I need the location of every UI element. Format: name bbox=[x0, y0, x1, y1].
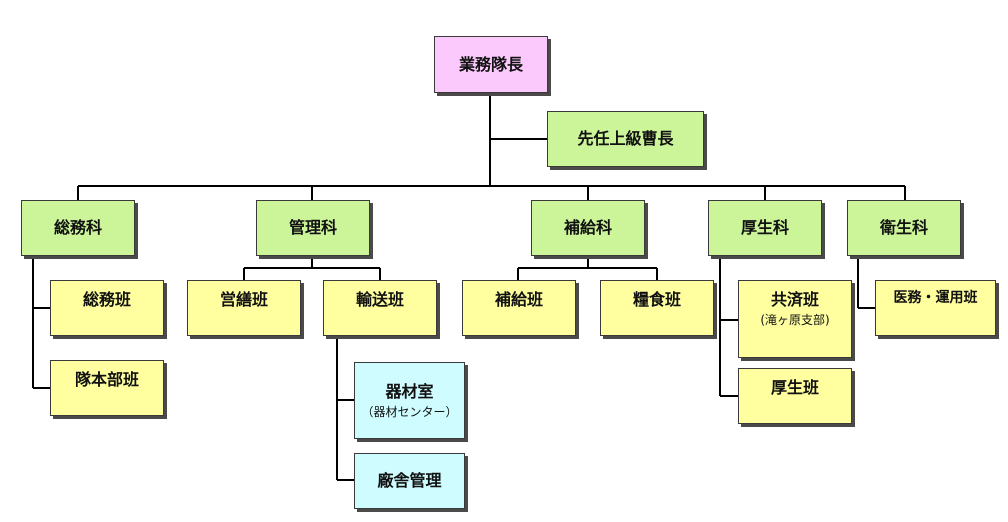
head-label: 業務隊長 bbox=[458, 54, 523, 74]
section-hokyu-label: 補給科 bbox=[563, 218, 612, 237]
unit-kizai-shitsu-label: 器材室 bbox=[385, 381, 434, 401]
unit-kizai-shitsu-note: （器材センター） bbox=[361, 404, 458, 419]
unit-kyosai-han-note: (滝ヶ原支部) bbox=[760, 313, 830, 327]
unit-somu-han: 総務班 bbox=[50, 280, 164, 336]
head-box: 業務隊長 bbox=[434, 36, 548, 93]
unit-kizai-shitsu: 器材室 （器材センター） bbox=[354, 362, 465, 439]
unit-somu-han-label: 総務班 bbox=[82, 290, 131, 309]
unit-ryoshoku-han: 糧食班 bbox=[600, 280, 714, 336]
section-somu-box: 総務科 bbox=[21, 200, 135, 256]
section-kosei-label: 厚生科 bbox=[740, 218, 789, 237]
unit-eizen-han: 営繕班 bbox=[187, 280, 301, 336]
unit-kosei-han: 厚生班 bbox=[738, 368, 852, 424]
unit-iryo-unyo-han-label: 医務・運用班 bbox=[893, 290, 978, 306]
unit-yuso-han-label: 輸送班 bbox=[355, 290, 404, 309]
unit-yuso-han: 輸送班 bbox=[323, 280, 437, 336]
section-eisei-label: 衛生科 bbox=[879, 218, 928, 237]
section-hokyu-box: 補給科 bbox=[531, 200, 645, 256]
section-kanri-label: 管理科 bbox=[288, 218, 337, 237]
section-kosei-box: 厚生科 bbox=[708, 200, 822, 256]
unit-shosha-kanri-label: 廠舎管理 bbox=[377, 471, 442, 490]
unit-hokyu-han: 補給班 bbox=[462, 280, 576, 336]
unit-shosha-kanri: 廠舎管理 bbox=[354, 453, 465, 509]
senior-sergeant-label: 先任上級曹長 bbox=[577, 129, 674, 148]
unit-taihonbu-han-label: 隊本部班 bbox=[74, 370, 139, 389]
section-somu-label: 総務科 bbox=[53, 218, 102, 237]
section-kanri-box: 管理科 bbox=[256, 200, 370, 256]
unit-hokyu-han-label: 補給班 bbox=[494, 290, 543, 309]
unit-kyosai-han: 共済班 (滝ヶ原支部) bbox=[738, 280, 852, 358]
unit-iryo-unyo-han: 医務・運用班 bbox=[875, 280, 996, 336]
senior-sergeant-box: 先任上級曹長 bbox=[547, 111, 704, 167]
unit-kosei-han-label: 厚生班 bbox=[770, 378, 819, 397]
unit-eizen-han-label: 営繕班 bbox=[219, 290, 268, 309]
unit-ryoshoku-han-label: 糧食班 bbox=[632, 290, 681, 309]
unit-taihonbu-han: 隊本部班 bbox=[50, 360, 164, 416]
section-eisei-box: 衛生科 bbox=[847, 200, 961, 256]
unit-kyosai-han-label: 共済班 bbox=[770, 290, 819, 309]
